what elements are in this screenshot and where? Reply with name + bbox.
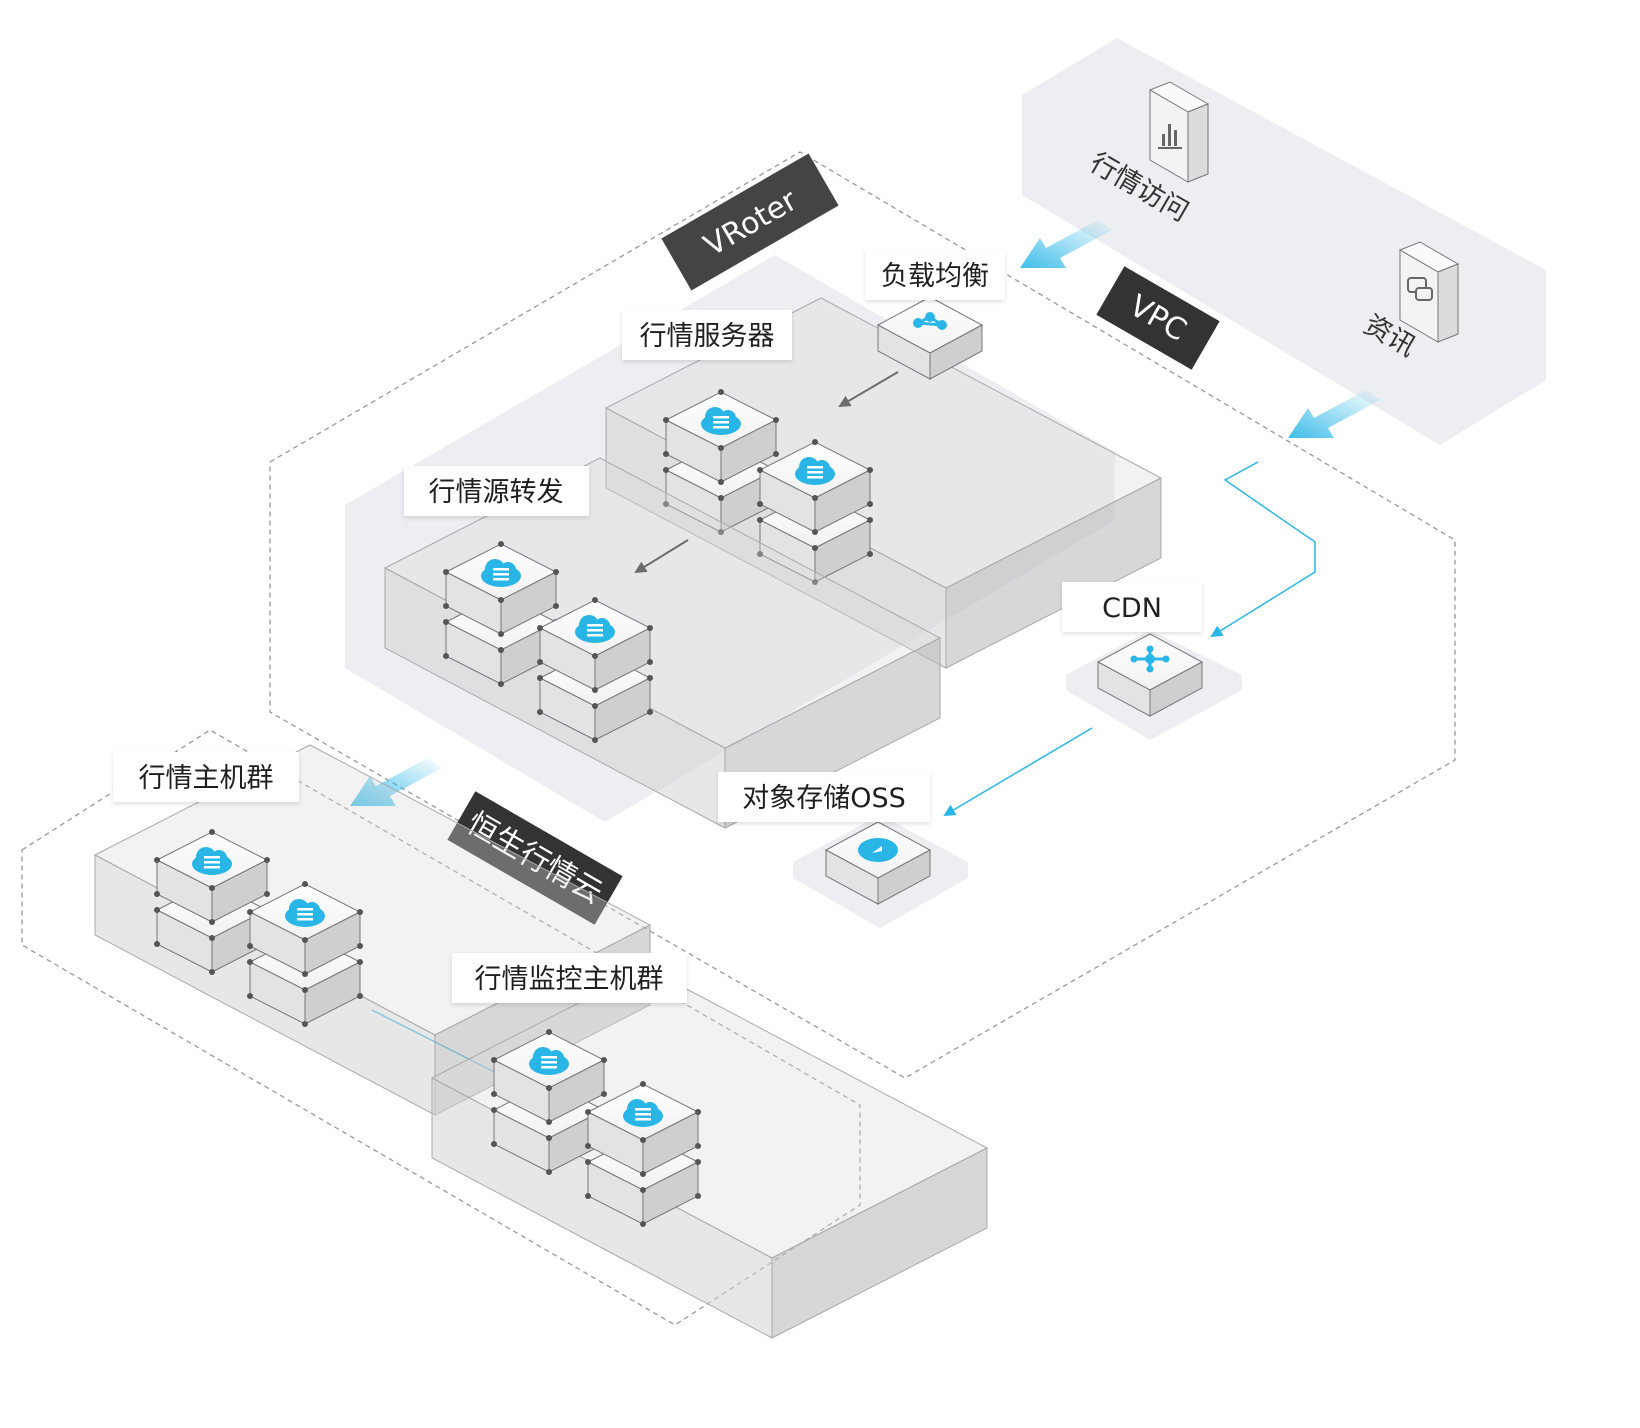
network-icon (913, 312, 947, 330)
monitor-cluster-label-text: 行情监控主机群 (475, 964, 664, 995)
connector-cdn-oss (943, 727, 1093, 817)
vpc-boundary (269, 151, 1456, 1079)
quote-server-label: 行情服务器 (622, 310, 792, 360)
load-balancer-label: 负载均衡 (865, 250, 1005, 300)
host-cluster-label: 行情主机群 (113, 752, 299, 802)
storage-icon (858, 838, 898, 862)
bar-chart-icon (1158, 124, 1182, 149)
chat-icon (1407, 277, 1433, 301)
quote-access-device (1148, 81, 1210, 183)
quote-forward-label-text: 行情源转发 (429, 477, 564, 508)
external-panel (1022, 38, 1546, 445)
cdn-label-text: CDN (1102, 593, 1162, 624)
load-balancer-label-text: 负载均衡 (881, 261, 989, 292)
monitor-cluster-label: 行情监控主机群 (452, 953, 687, 1003)
oss-node (824, 821, 932, 905)
cdn-label: CDN (1062, 582, 1202, 632)
load-balancer-node (876, 296, 984, 380)
quote-forward-label: 行情源转发 (404, 466, 589, 516)
news-device (1398, 241, 1460, 343)
quote-server-label-text: 行情服务器 (640, 321, 775, 352)
flow-arrow-access (1020, 220, 1112, 268)
hub-icon (1130, 645, 1170, 673)
flow-arrow-news (1288, 390, 1380, 438)
cdn-node (1096, 633, 1204, 717)
host-cluster-label-text: 行情主机群 (139, 763, 274, 794)
oss-label-text: 对象存储OSS (742, 783, 906, 814)
connector-news-cdn (1210, 461, 1316, 638)
oss-label: 对象存储OSS (718, 772, 930, 822)
